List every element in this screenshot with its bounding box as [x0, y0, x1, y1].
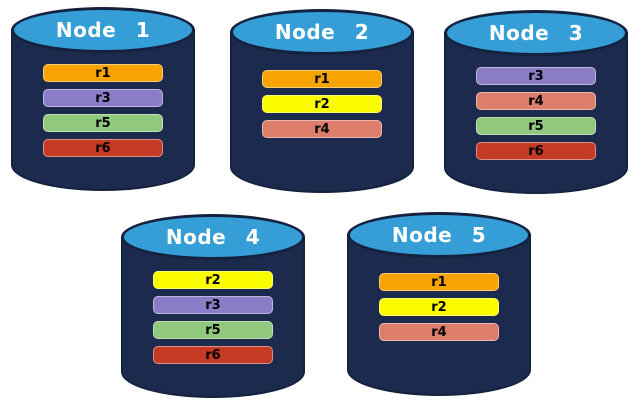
replica-bar: r5: [43, 114, 163, 132]
replica-list: r3 r4 r5 r6: [476, 67, 596, 160]
replica-list: r1 r3 r5 r6: [43, 64, 163, 157]
cylinder-body: [11, 29, 195, 191]
cylinder-top-ellipse: Node 4: [121, 214, 305, 260]
node-label: Node 1: [55, 18, 151, 42]
replica-bar: r6: [43, 139, 163, 157]
node-label: Node 3: [488, 21, 584, 45]
replica-bar: r1: [379, 273, 499, 291]
replica-bar: r2: [262, 95, 382, 113]
cylinder-body: [444, 32, 628, 194]
node-3-cylinder: Node 3 r3 r4 r5 r6: [444, 10, 628, 194]
node-2-cylinder: Node 2 r1 r2 r4: [230, 9, 414, 193]
replica-list: r1 r2 r4: [262, 70, 382, 138]
cylinder-top-ellipse: Node 3: [444, 10, 628, 56]
node-label: Node 5: [391, 223, 487, 247]
replica-bar: r2: [153, 271, 273, 289]
cylinder-top-ellipse: Node 1: [11, 7, 195, 53]
node-label: Node 4: [165, 225, 261, 249]
node-label: Node 2: [274, 20, 370, 44]
replica-bar: r1: [262, 70, 382, 88]
replica-bar: r6: [476, 142, 596, 160]
node-4-cylinder: Node 4 r2 r3 r5 r6: [121, 214, 305, 398]
replica-bar: r6: [153, 346, 273, 364]
replica-bar: r4: [379, 323, 499, 341]
node-1-cylinder: Node 1 r1 r3 r5 r6: [11, 7, 195, 191]
cylinder-top-ellipse: Node 5: [347, 212, 531, 258]
cylinder-body: [121, 236, 305, 398]
replica-bar: r2: [379, 298, 499, 316]
replica-bar: r5: [476, 117, 596, 135]
replica-bar: r3: [43, 89, 163, 107]
replica-bar: r3: [153, 296, 273, 314]
replica-bar: r1: [43, 64, 163, 82]
replica-bar: r4: [476, 92, 596, 110]
node-5-cylinder: Node 5 r1 r2 r4: [347, 212, 531, 396]
replica-bar: r4: [262, 120, 382, 138]
replica-list: r1 r2 r4: [379, 273, 499, 341]
cylinder-top-ellipse: Node 2: [230, 9, 414, 55]
replica-bar: r3: [476, 67, 596, 85]
replica-bar: r5: [153, 321, 273, 339]
replica-list: r2 r3 r5 r6: [153, 271, 273, 364]
